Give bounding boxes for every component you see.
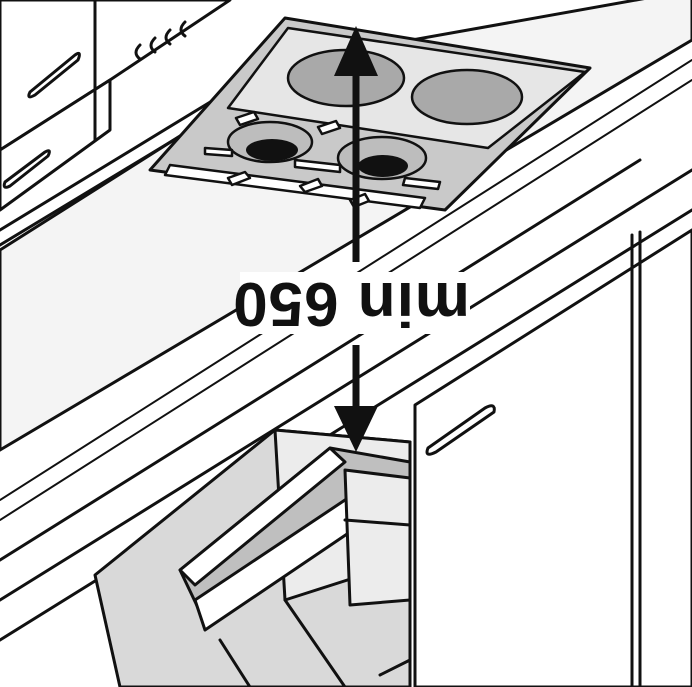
hinge-marks xyxy=(134,20,187,61)
cabinet-handle-icon xyxy=(2,149,51,189)
pan-supports xyxy=(163,110,442,210)
minimum-distance-label: min 650 xyxy=(232,269,470,338)
cabinet-handle-icon xyxy=(27,51,81,99)
cabinet-handle-icon xyxy=(425,404,496,456)
cooktop xyxy=(148,16,592,212)
gas-burner-right xyxy=(336,135,428,181)
extractor-hood xyxy=(93,428,412,687)
dimension-arrow-icon xyxy=(334,26,378,452)
cooking-zone-right xyxy=(410,68,524,126)
gas-burner-left xyxy=(226,120,314,164)
wall-cabinet xyxy=(413,228,692,687)
